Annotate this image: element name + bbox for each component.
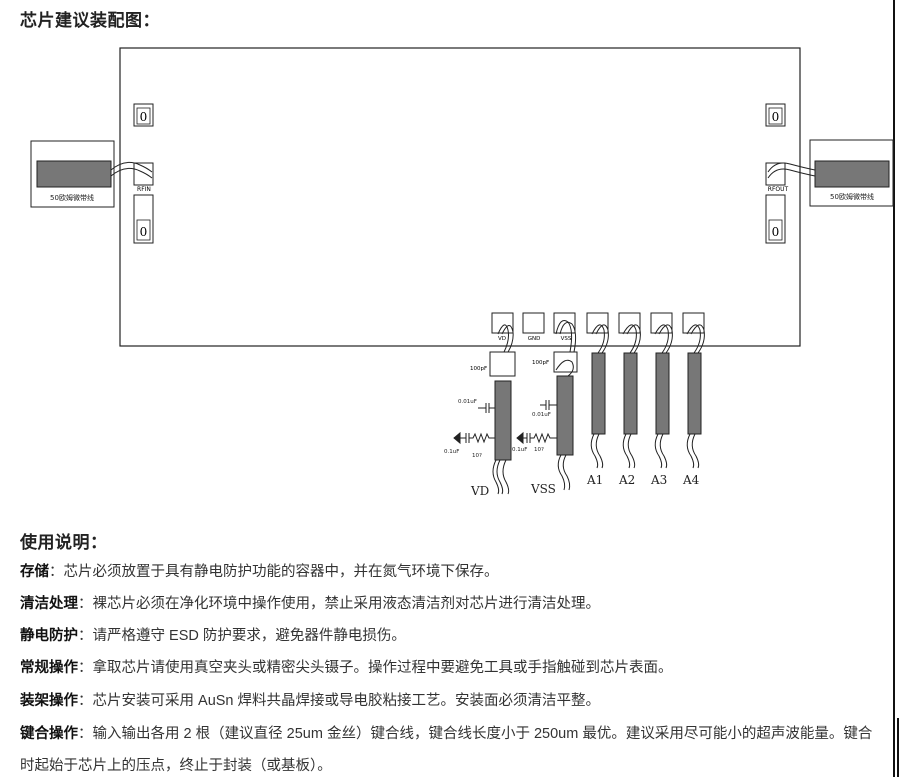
usage-text: ：裸芯片必须在净化环境中操作使用，禁止采用液态清洁剂对芯片进行清洁处理。 — [78, 596, 600, 612]
cap-100pf-right: 100pF — [532, 360, 549, 366]
right-top-zero: 0 — [772, 110, 780, 124]
usage-term: 存储 — [20, 564, 49, 580]
cap-01-left-label: 0.1uF — [444, 449, 459, 455]
left-microstrip: 50欧姆微带线 — [30, 140, 115, 208]
pad-vd-label: VD — [498, 336, 506, 342]
usage-term: 键合操作 — [20, 726, 78, 742]
usage-text: ：芯片安装可采用 AuSn 焊料共晶焊接或导电胶粘接工艺。安装面必须清洁平整。 — [78, 693, 601, 709]
usage-text: ：芯片必须放置于具有静电防护功能的容器中，并在氮气环境下保存。 — [49, 564, 499, 580]
usage-item-bonding: 键合操作：输入输出各用 2 根（建议直径 25um 金丝）键合线，键合线长度小于… — [20, 718, 880, 782]
left-line-label: 50欧姆微带线 — [50, 193, 94, 202]
label-vd: VD — [470, 484, 489, 498]
page-right-border-lower — [897, 718, 899, 777]
bias-bond-wires — [492, 320, 705, 495]
pad-vss-label: VSS — [561, 336, 572, 342]
right-decoupling: 0.01uF 0.1uF 10? — [512, 400, 557, 453]
usage-term: 清洁处理 — [20, 596, 78, 612]
usage-item-storage: 存储：芯片必须放置于具有静电防护功能的容器中，并在氮气环境下保存。 — [20, 556, 880, 588]
label-vss: VSS — [530, 482, 556, 496]
left-bottom-zero: 0 — [140, 225, 148, 239]
bias-lines — [494, 352, 702, 461]
label-a1: A1 — [586, 473, 603, 487]
label-a2: A2 — [618, 473, 635, 487]
usage-item-cleaning: 清洁处理：裸芯片必须在净化环境中操作使用，禁止采用液态清洁剂对芯片进行清洁处理。 — [20, 588, 880, 620]
usage-item-mounting: 装架操作：芯片安装可采用 AuSn 焊料共晶焊接或导电胶粘接工艺。安装面必须清洁… — [20, 685, 880, 717]
cap-100pf-group: 100pF 100pF — [470, 351, 578, 377]
bottom-labels: VD VSS A1 A2 A3 A4 — [470, 473, 700, 498]
left-top-zero: 0 — [140, 110, 148, 124]
rf-bond-wires — [110, 161, 816, 179]
rfin-label: RFIN — [137, 186, 151, 193]
pad-gnd-label: GND — [528, 336, 541, 342]
usage-term: 装架操作 — [20, 693, 78, 709]
chip-outline — [119, 47, 801, 347]
usage-item-esd: 静电防护：请严格遵守 ESD 防护要求，避免器件静电损伤。 — [20, 620, 880, 652]
cap-001-right-label: 0.01uF — [532, 412, 551, 418]
usage-term: 常规操作 — [20, 660, 78, 676]
section-heading-usage: 使用说明： — [20, 533, 108, 552]
label-a3: A3 — [650, 473, 667, 487]
left-decoupling: 0.01uF 0.1uF 10? — [444, 399, 495, 459]
right-bottom-zero: 0 — [772, 225, 780, 239]
res-left-label: 10? — [472, 453, 482, 459]
usage-text: ：请严格遵守 ESD 防护要求，避免器件静电损伤。 — [78, 628, 406, 644]
res-right-label: 10? — [534, 447, 544, 453]
usage-item-handling: 常规操作：拿取芯片请使用真空夹头或精密尖头镊子。操作过程中要避免工具或手指触碰到… — [20, 652, 880, 684]
section-heading-assembly: 芯片建议装配图： — [20, 11, 160, 30]
cap-001-left-label: 0.01uF — [458, 399, 477, 405]
bottom-pads: VD GND VSS — [491, 312, 705, 342]
page-right-border — [893, 0, 895, 777]
usage-text: ：输入输出各用 2 根（建议直径 25um 金丝）键合线，键合线长度小于 250… — [20, 726, 873, 774]
rfout-label: RFOUT — [768, 186, 789, 193]
cap-100pf-left: 100pF — [470, 366, 487, 372]
usage-text: ：拿取芯片请使用真空夹头或精密尖头镊子。操作过程中要避免工具或手指触碰到芯片表面… — [78, 660, 673, 676]
right-line-label: 50欧姆微带线 — [830, 192, 874, 201]
left-pads: 0 RFIN 0 — [133, 103, 154, 244]
right-pads: 0 RFOUT 0 — [765, 103, 789, 244]
label-a4: A4 — [682, 473, 700, 487]
right-microstrip: 50欧姆微带线 — [809, 139, 894, 207]
usage-term: 静电防护 — [20, 628, 78, 644]
cap-01-right-label: 0.1uF — [512, 447, 527, 453]
assembly-diagram: 50欧姆微带线 50欧姆微带线 0 RFIN 0 0 RFOUT 0 — [30, 47, 894, 498]
